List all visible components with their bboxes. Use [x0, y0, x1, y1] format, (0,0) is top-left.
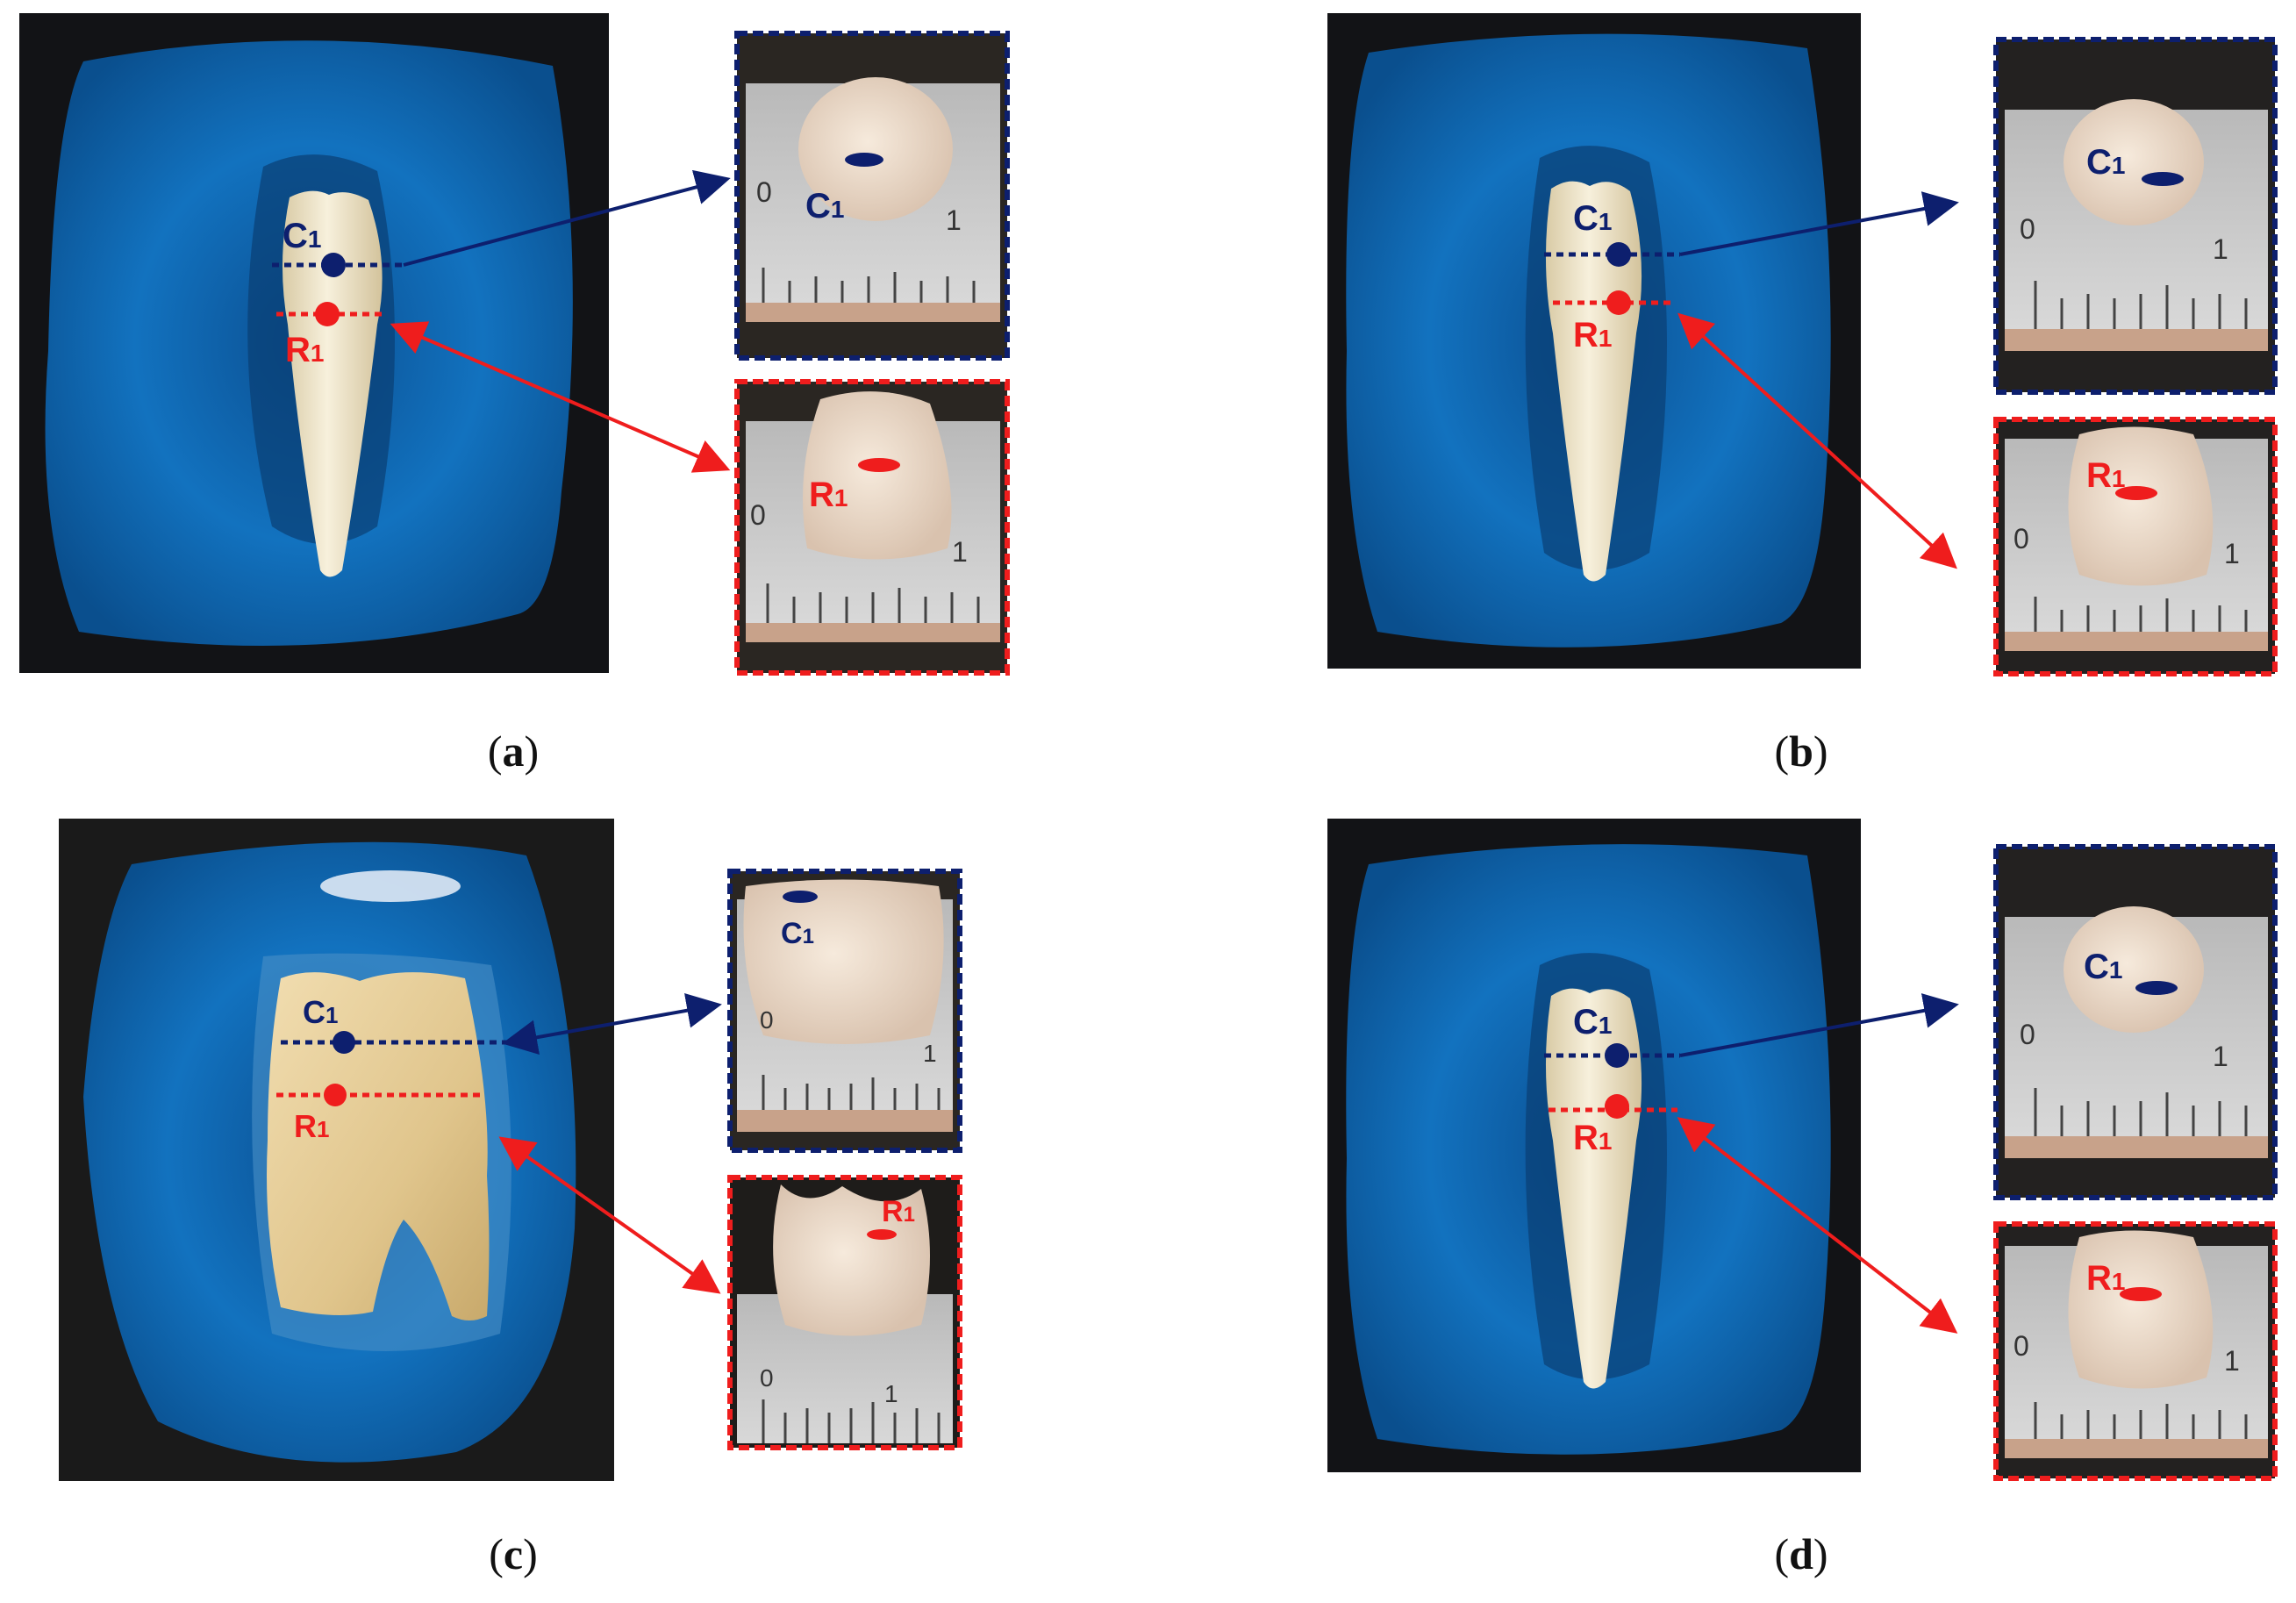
mold-highlight	[320, 870, 461, 902]
panel-a: C1 R1 C1 0 1	[19, 13, 1010, 676]
caption-a: (a)	[487, 726, 540, 776]
crown-inset: C1 0 1	[1993, 844, 2278, 1200]
inset-root-label: R1	[2086, 456, 2125, 495]
root-arrow	[390, 321, 731, 473]
tooth-slice	[2064, 906, 2204, 1033]
tooth-slice	[743, 879, 944, 1044]
caption-d: (d)	[1774, 1529, 1828, 1578]
inset-crown-label: C1	[2084, 948, 2122, 986]
scale-one: 1	[2213, 233, 2228, 265]
inset-crown-label: C1	[781, 917, 814, 950]
crown-point	[1605, 1043, 1629, 1068]
crown-point	[333, 1031, 355, 1054]
crown-arrow	[1679, 993, 1959, 1057]
ruler-ticks	[762, 1399, 941, 1443]
scale-one: 1	[884, 1380, 898, 1407]
root-inset: R1 0 1	[727, 1175, 962, 1450]
panel-c: C1 R1 C1 0 1 R1 0	[59, 819, 962, 1481]
root-point	[324, 1084, 347, 1106]
scale-one: 1	[946, 204, 962, 236]
caption-c: (c)	[489, 1529, 538, 1578]
inset-root-label: R1	[882, 1195, 915, 1228]
crown-mark	[2142, 172, 2184, 186]
ruler-ticks	[2034, 281, 2248, 329]
crown-arrow	[1679, 191, 1959, 256]
scale-zero: 0	[2013, 1330, 2029, 1362]
crown-label: C1	[1573, 199, 1612, 238]
scale-one: 1	[2224, 538, 2240, 569]
root-mark	[867, 1229, 897, 1240]
inset-root-label: R1	[2086, 1259, 2125, 1298]
inset-root-label: R1	[809, 476, 848, 514]
tooth-specimen	[267, 972, 490, 1320]
crown-point	[321, 253, 346, 277]
scale-zero: 0	[750, 499, 766, 531]
root-arrow	[498, 1136, 721, 1294]
scale-zero: 0	[756, 176, 772, 208]
root-mark	[2120, 1287, 2162, 1301]
crown-label: C1	[283, 217, 321, 255]
caption-b: (b)	[1774, 726, 1828, 776]
inset-crown-label: C1	[805, 187, 844, 225]
root-point	[1605, 1094, 1629, 1119]
ruler-ticks	[762, 268, 976, 303]
tooth-slice	[2064, 99, 2204, 225]
root-inset: R1 0 1	[734, 379, 1010, 676]
scale-one: 1	[2224, 1345, 2240, 1377]
crown-inset: C1 0 1	[727, 869, 962, 1153]
crown-point	[1606, 242, 1631, 267]
scale-zero: 0	[2013, 523, 2029, 555]
tooth-specimen	[1545, 988, 1642, 1389]
crown-mark	[783, 891, 818, 903]
root-inset: R1 0 1	[1993, 417, 2278, 676]
tooth-slice	[803, 391, 952, 560]
root-label: R1	[285, 331, 324, 369]
tooth-slice	[2068, 426, 2214, 586]
tooth-slice	[773, 1184, 930, 1336]
inset-crown-label: C1	[2086, 143, 2125, 182]
crown-mark	[2135, 981, 2178, 995]
crown-inset: C1 0 1	[1993, 37, 2278, 395]
crown-arrow	[502, 992, 722, 1056]
ruler-ticks	[2034, 597, 2248, 632]
root-mark	[2115, 486, 2157, 500]
crown-arrow	[403, 169, 731, 267]
tooth-specimen	[282, 190, 383, 577]
crown-inset: C1 0 1	[734, 31, 1010, 361]
root-label: R1	[1573, 316, 1612, 354]
crown-label: C1	[1573, 1003, 1612, 1041]
panel-b: C1 R1 C1 0 1 R1 0	[1327, 13, 2278, 676]
ruler-ticks	[766, 583, 980, 623]
tooth-specimen	[1545, 181, 1642, 582]
root-label: R1	[294, 1108, 329, 1144]
root-arrow	[1677, 312, 1957, 569]
scale-zero: 0	[2020, 1019, 2035, 1050]
scale-one: 1	[923, 1040, 937, 1067]
scale-zero: 0	[760, 1364, 774, 1392]
root-arrow	[1677, 1117, 1958, 1334]
ruler-ticks	[2034, 1088, 2248, 1136]
scale-one: 1	[952, 536, 968, 568]
panel-d: C1 R1 C1 0 1 R1 0	[1327, 819, 2278, 1481]
root-point	[1606, 290, 1631, 315]
root-mark	[858, 458, 900, 472]
tooth-slice	[2068, 1230, 2214, 1389]
ruler-ticks	[762, 1075, 941, 1110]
scale-zero: 0	[760, 1006, 774, 1034]
scale-zero: 0	[2020, 213, 2035, 245]
scale-one: 1	[2213, 1041, 2228, 1072]
tooth-slice	[798, 77, 953, 221]
crown-label: C1	[303, 994, 338, 1030]
root-label: R1	[1573, 1119, 1612, 1157]
crown-mark	[845, 153, 883, 167]
ruler-ticks	[2034, 1402, 2248, 1439]
root-inset: R1 0 1	[1993, 1221, 2278, 1481]
root-point	[315, 302, 340, 326]
